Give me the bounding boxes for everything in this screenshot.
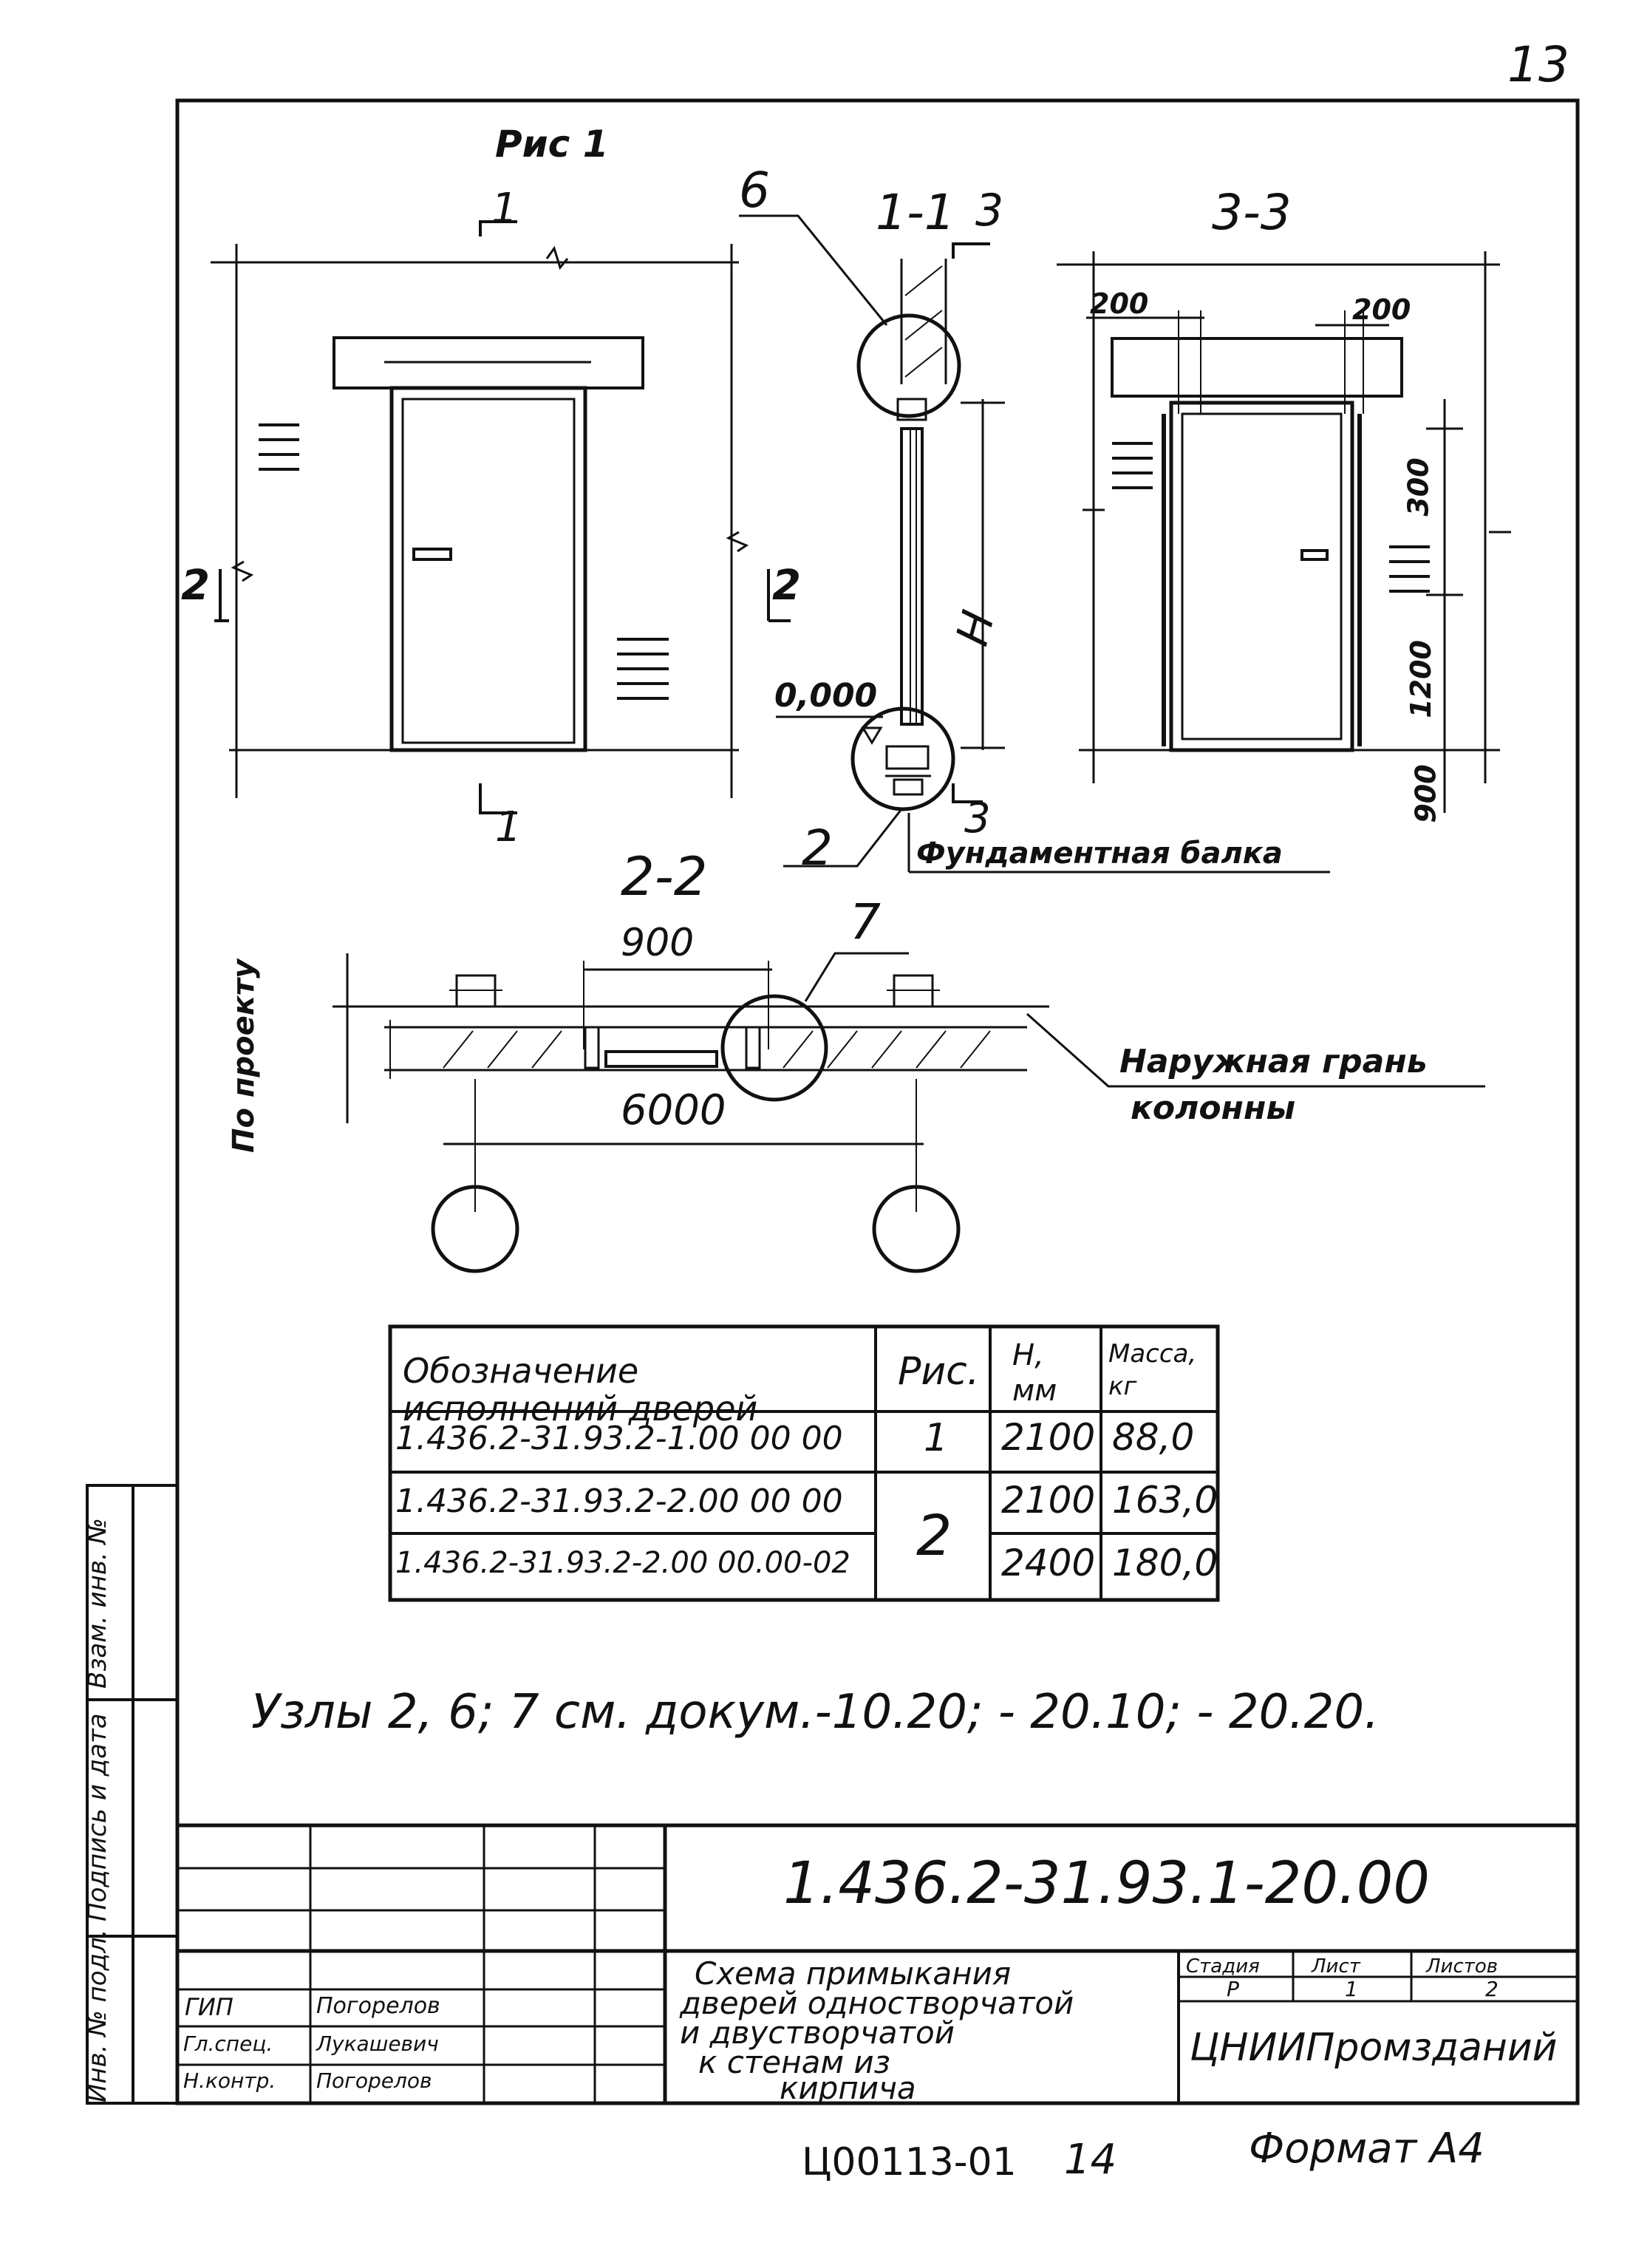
table-row-2-designation: 1.436.2-31.93.2-2.00 00 00 [395,1482,843,1520]
outer-face-label-1: Наружная грань [1119,1043,1428,1080]
organization: ЦНИИПромзданий [1190,2026,1558,2070]
callout-node-2: 2 [802,820,833,876]
doors-table-grid [388,1324,1220,1602]
side-stamp-frame [86,1484,179,2105]
stage-value: Р [1227,1977,1239,2001]
dim-6000: 6000 [621,1086,726,1134]
section-1-1-label: 1-1 [876,184,955,241]
section-3-3 [1057,251,1511,813]
nodes-note: Узлы 2, 6; 7 см. докум.-10.20; - 20.10; … [251,1685,1380,1740]
mark-2-left: 2 [181,562,210,610]
role-1: ГИП [185,1993,233,2021]
level-mark: 0,000 [774,677,878,715]
page-number: 13 [1507,36,1569,93]
table-header-h: H, мм [1012,1338,1057,1408]
role-1-name: Погорелов [316,1993,440,2019]
table-row-2-mass: 163,0 [1112,1479,1218,1522]
table-row-1-h: 2100 [1001,1416,1096,1459]
section-2-2-label: 2-2 [621,845,708,907]
mark-1-top: 1 [491,185,518,233]
dim-900-side: 900 [1409,764,1442,823]
elevation-view [211,220,791,814]
mark-3-top: 3 [975,185,1004,236]
table-row-1-designation: 1.436.2-31.93.2-1.00 00 00 [395,1420,843,1457]
outer-face-label-2: колонны [1131,1089,1296,1127]
plan-2-2 [333,952,1485,1273]
side-stamp-signature: Подпись и дата [83,1713,112,1921]
footer-page-number: 14 [1064,2136,1117,2184]
document-code: 1.436.2-31.93.1-20.00 [783,1850,1431,1917]
table-figure-2-merged: 2 [916,1502,952,1568]
table-row-1-mass: 88,0 [1112,1416,1195,1459]
side-stamp-inv-orig: Инв. № подл. [83,1929,112,2102]
mark-2-right: 2 [772,562,801,610]
callout-node-7: 7 [850,893,881,950]
title-line-4: к стенам из [698,2044,890,2080]
stage-label: Стадия [1186,1955,1260,1978]
dim-300: 300 [1402,457,1435,517]
title-block-grid [177,1823,1578,2103]
sheets-value: 2 [1485,1977,1499,2001]
mark-3-bottom: 3 [964,794,991,842]
sheet-label: Лист [1312,1955,1360,1978]
dim-200-left: 200 [1090,287,1149,320]
section-3-3-label: 3-3 [1212,184,1292,241]
table-row-1-figure: 1 [924,1416,949,1460]
dim-900-plan: 900 [621,921,695,965]
table-header-figure: Рис. [898,1349,980,1394]
table-row-2-h: 2100 [1001,1479,1096,1522]
table-header-designation: Обозначение исполнений дверей [403,1351,758,1428]
role-2-name: Лукашевич [316,2032,439,2056]
role-3: Н.контр. [183,2068,276,2093]
sheets-label: Листов [1426,1955,1499,1978]
by-project-label: По проекту [227,958,261,1153]
sheet-frame [175,98,1580,2105]
role-3-name: Погорелов [316,2068,432,2093]
title-line-1: Схема примыкания [695,1955,1012,1992]
table-row-3-h: 2400 [1001,1542,1096,1584]
figure-label: Рис 1 [495,123,609,166]
title-line-5: кирпича [780,2070,916,2106]
sheet-format: Формат А4 [1249,2125,1484,2173]
table-row-3-mass: 180,0 [1112,1542,1218,1584]
table-header-mass: Масса, кг [1108,1339,1197,1402]
title-line-3: и двустворчатой [680,2015,955,2051]
sheet-value: 1 [1345,1977,1358,2001]
mark-1-bottom: 1 [495,803,522,851]
inventory-number: Ц00113-01 [802,2140,1017,2184]
title-line-2: дверей одностворчатой [680,1985,1074,2021]
section-1-1 [739,214,1330,874]
callout-node-6: 6 [739,162,770,219]
role-2: Гл.спец. [183,2032,273,2056]
dim-1200: 1200 [1404,640,1437,718]
side-stamp-replaced: Взам. инв. № [83,1518,112,1689]
foundation-beam-label: Фундаментная балка [916,837,1283,871]
dim-200-right: 200 [1352,293,1411,326]
table-row-3-designation: 1.436.2-31.93.2-2.00 00.00-02 [395,1546,850,1580]
